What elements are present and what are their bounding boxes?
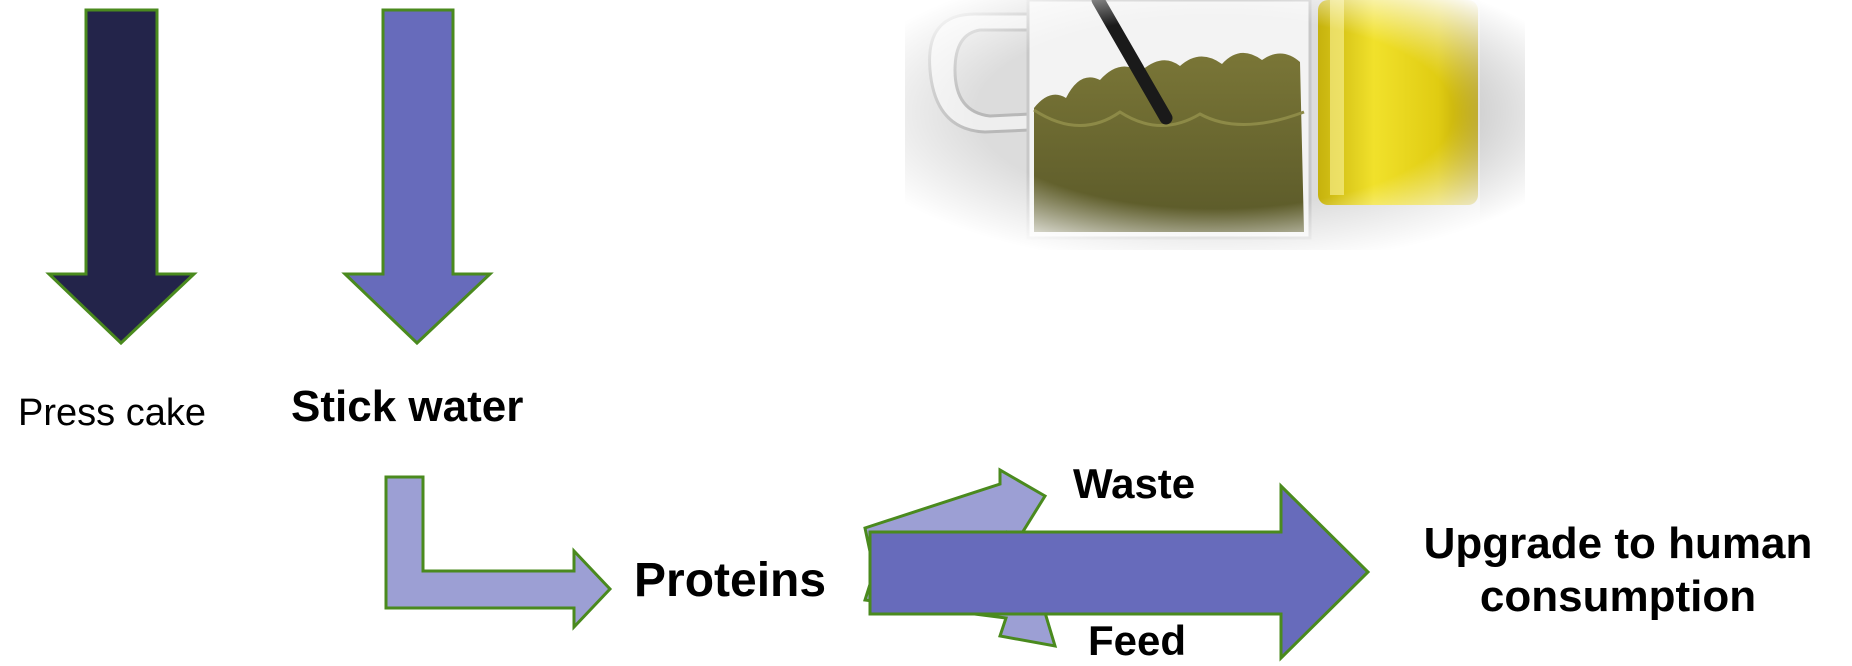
press-cake-label: Press cake [18,392,206,435]
stick-water-label: Stick water [291,382,523,432]
bent-arrow-to-proteins [386,477,610,627]
feed-label: Feed [1088,617,1186,665]
down-arrow-stick-water [345,10,490,343]
upgrade-label-line2: consumption [1480,572,1756,621]
proteins-label: Proteins [634,553,826,608]
waste-label: Waste [1073,460,1195,508]
down-arrow-press-cake [49,10,194,343]
upgrade-label-line1: Upgrade to human [1424,519,1813,568]
jar-of-fish-meal-and-oil-photo [905,0,1525,250]
upgrade-label: Upgrade to human consumption [1396,518,1840,624]
